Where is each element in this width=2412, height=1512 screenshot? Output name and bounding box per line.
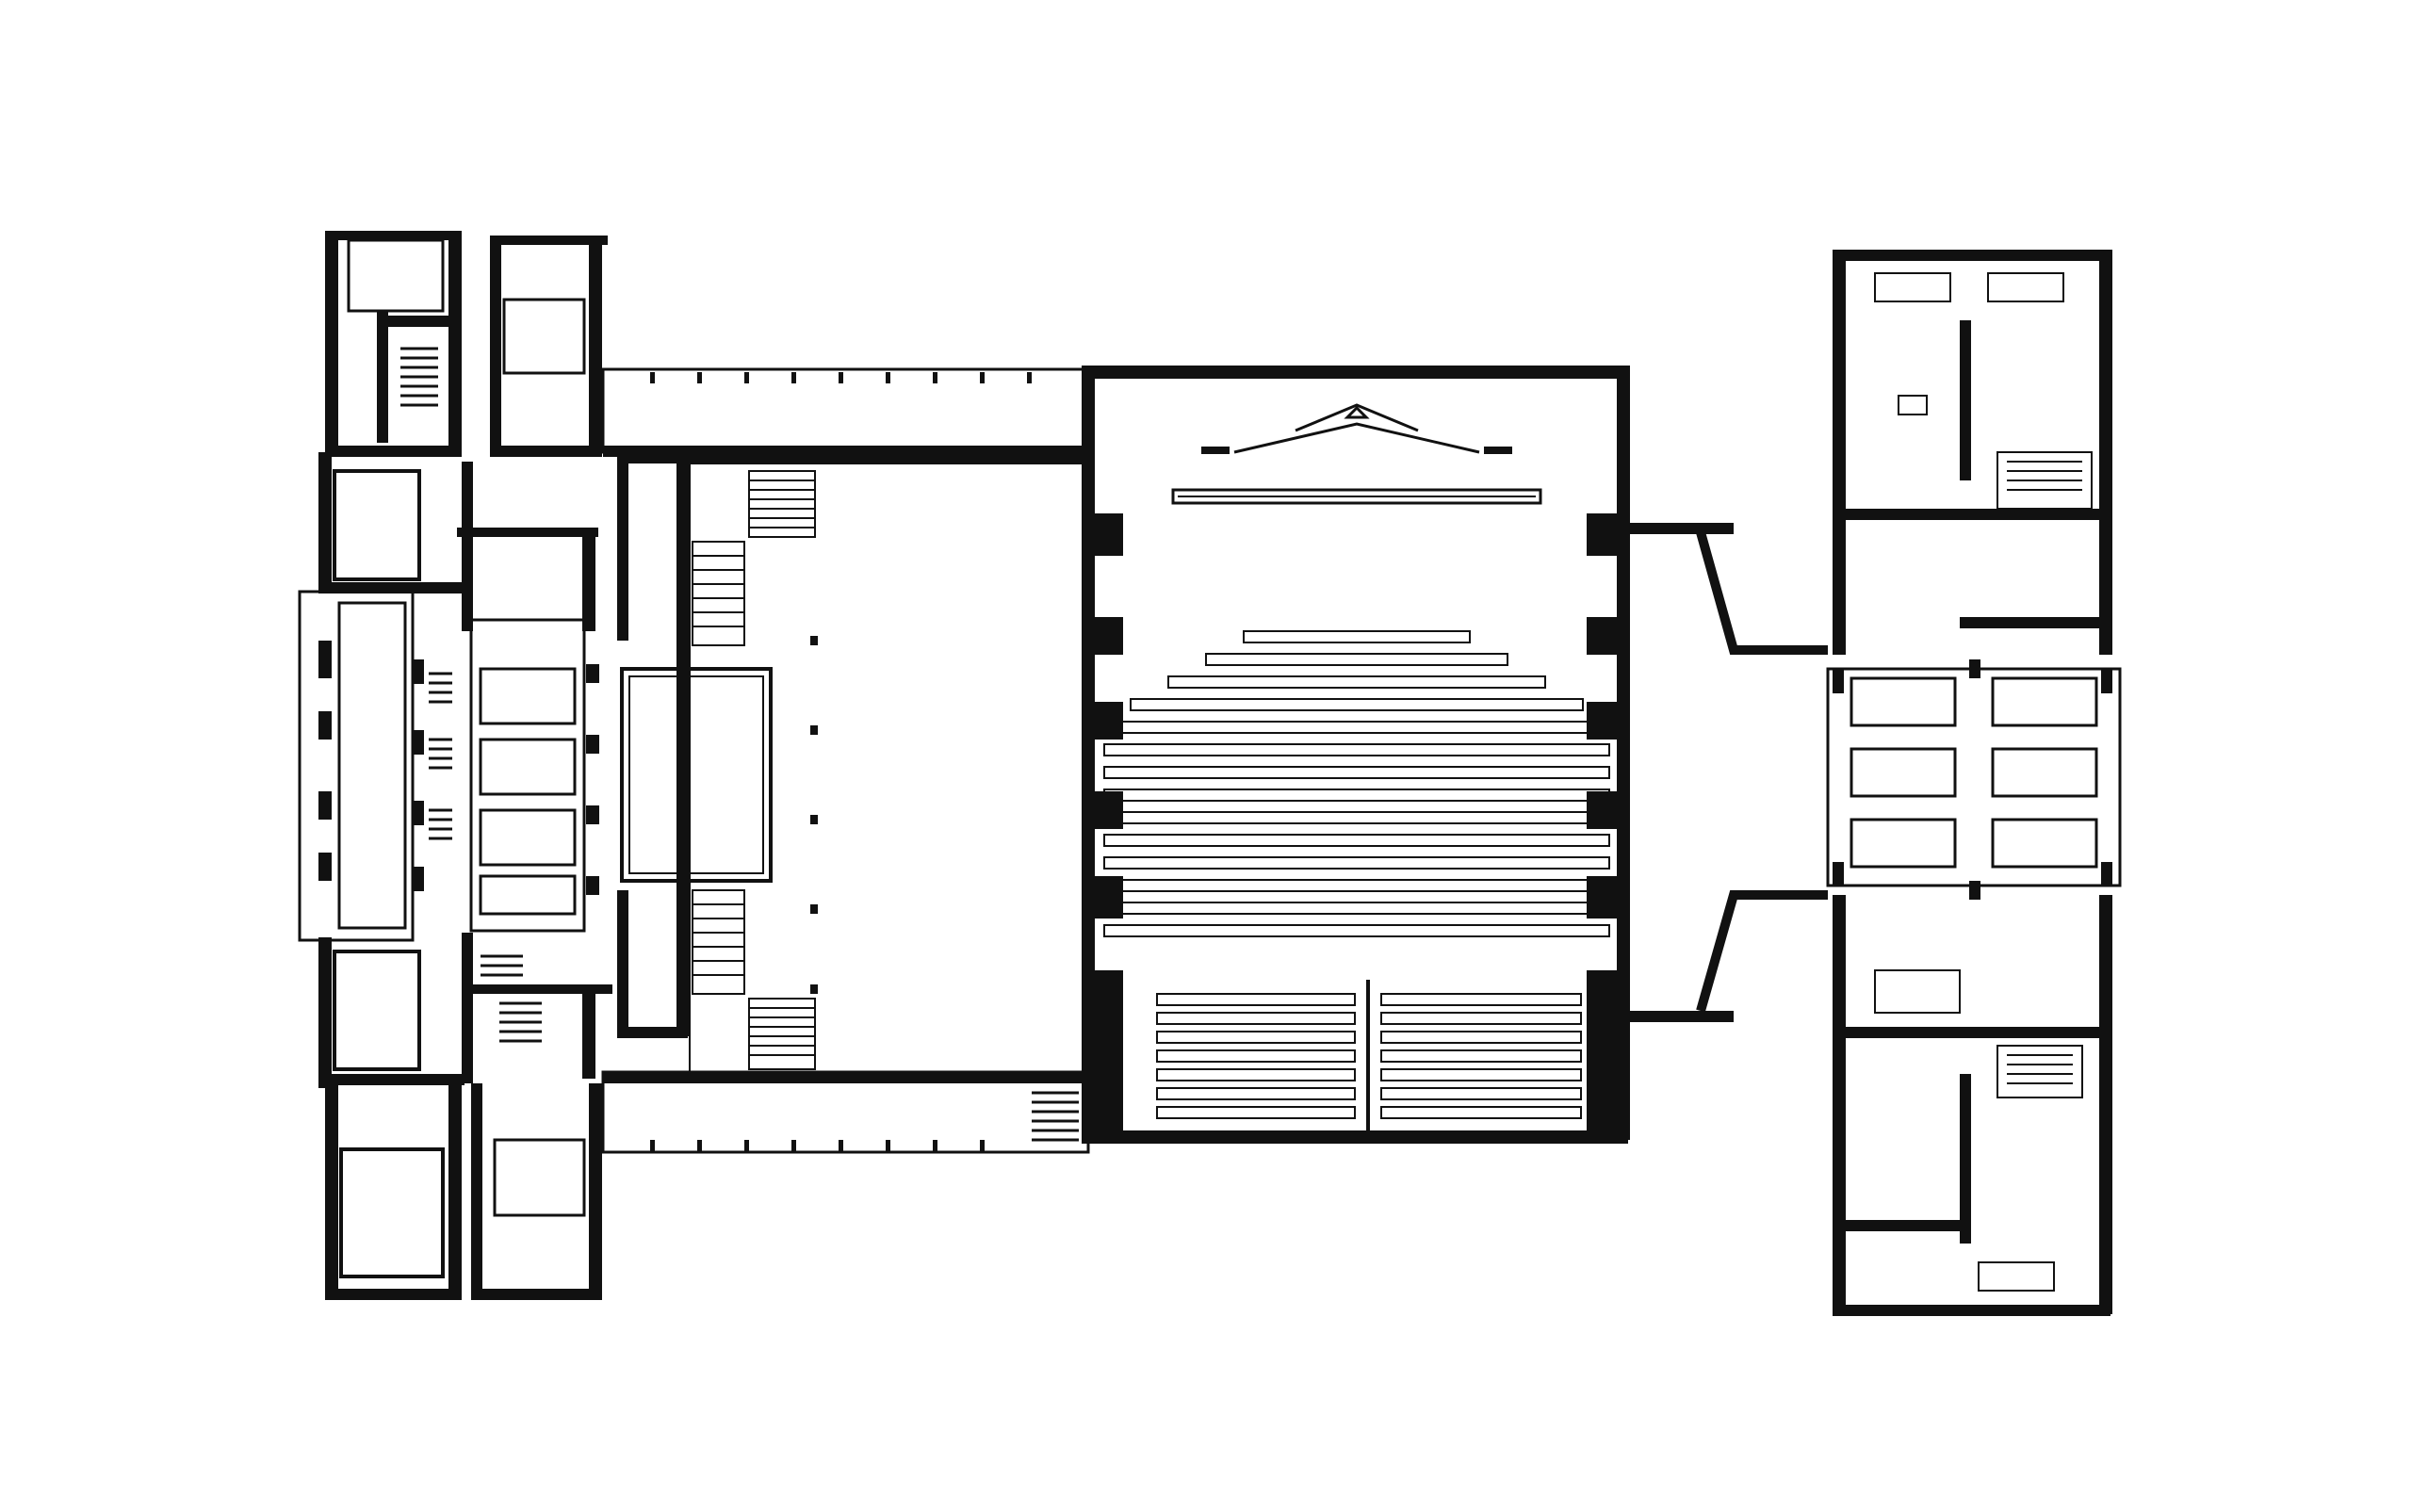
seat-row — [1103, 721, 1610, 734]
seat-row — [1103, 766, 1610, 779]
rear-left-seat-row — [1156, 1049, 1356, 1063]
seat-row — [1205, 653, 1508, 666]
rear-left-seat-row — [1156, 1106, 1356, 1119]
left-top-stair — [400, 347, 438, 407]
grand-stair-upper — [692, 470, 816, 646]
rear-left-seat-row — [1156, 1068, 1356, 1081]
rear-right-seat-row — [1380, 1012, 1582, 1025]
seat-row — [1103, 743, 1610, 756]
rear-left-seat-row — [1156, 993, 1356, 1006]
seat-row — [1103, 834, 1610, 847]
seat-row — [1103, 902, 1610, 915]
bottom-corridor — [601, 1070, 1090, 1154]
left-bottom-tower — [325, 1083, 602, 1300]
top-corridor — [601, 367, 1090, 457]
rear-right-seat-row — [1380, 1031, 1582, 1044]
right-wing — [1630, 250, 2122, 1316]
corridor-stair — [1032, 1091, 1079, 1142]
rear-right-seat-row — [1380, 1068, 1582, 1081]
rear-seat-blocks — [1156, 993, 1582, 1119]
left-upper-block — [318, 452, 688, 641]
lower-left-stair — [481, 954, 542, 1043]
seat-row — [1243, 630, 1471, 643]
rear-left-seat-row — [1156, 1031, 1356, 1044]
seat-row — [1130, 698, 1584, 711]
left-entrance — [298, 590, 452, 942]
left-top-tower — [325, 231, 608, 457]
entrance-stairs — [429, 672, 452, 840]
foyer-hall — [676, 452, 1086, 1083]
right-hall — [1826, 659, 2122, 900]
rear-right-seat-row — [1380, 993, 1582, 1006]
rear-left-seat-row — [1156, 1087, 1356, 1100]
grand-stair-lower — [692, 889, 816, 1070]
side-piers-left — [1093, 513, 1123, 1130]
auditorium — [1082, 366, 1630, 1144]
right-top-block — [1833, 250, 2112, 655]
seat-row — [1103, 856, 1610, 870]
seat-rows — [1103, 630, 1610, 937]
rear-right-seat-row — [1380, 1106, 1582, 1119]
stage — [1171, 403, 1542, 505]
left-lower-block — [318, 890, 688, 1088]
seat-row — [1103, 811, 1610, 824]
side-piers-right — [1587, 513, 1617, 1130]
right-bottom-block — [1833, 895, 2112, 1316]
left-wing — [298, 231, 773, 1300]
seat-row — [1103, 924, 1610, 937]
seat-row — [1103, 789, 1610, 802]
rear-left-seat-row — [1156, 1012, 1356, 1025]
seat-row — [1167, 675, 1546, 689]
seat-row — [1103, 879, 1610, 892]
rear-right-seat-row — [1380, 1049, 1582, 1063]
left-lobby — [469, 618, 773, 933]
rear-right-seat-row — [1380, 1087, 1582, 1100]
